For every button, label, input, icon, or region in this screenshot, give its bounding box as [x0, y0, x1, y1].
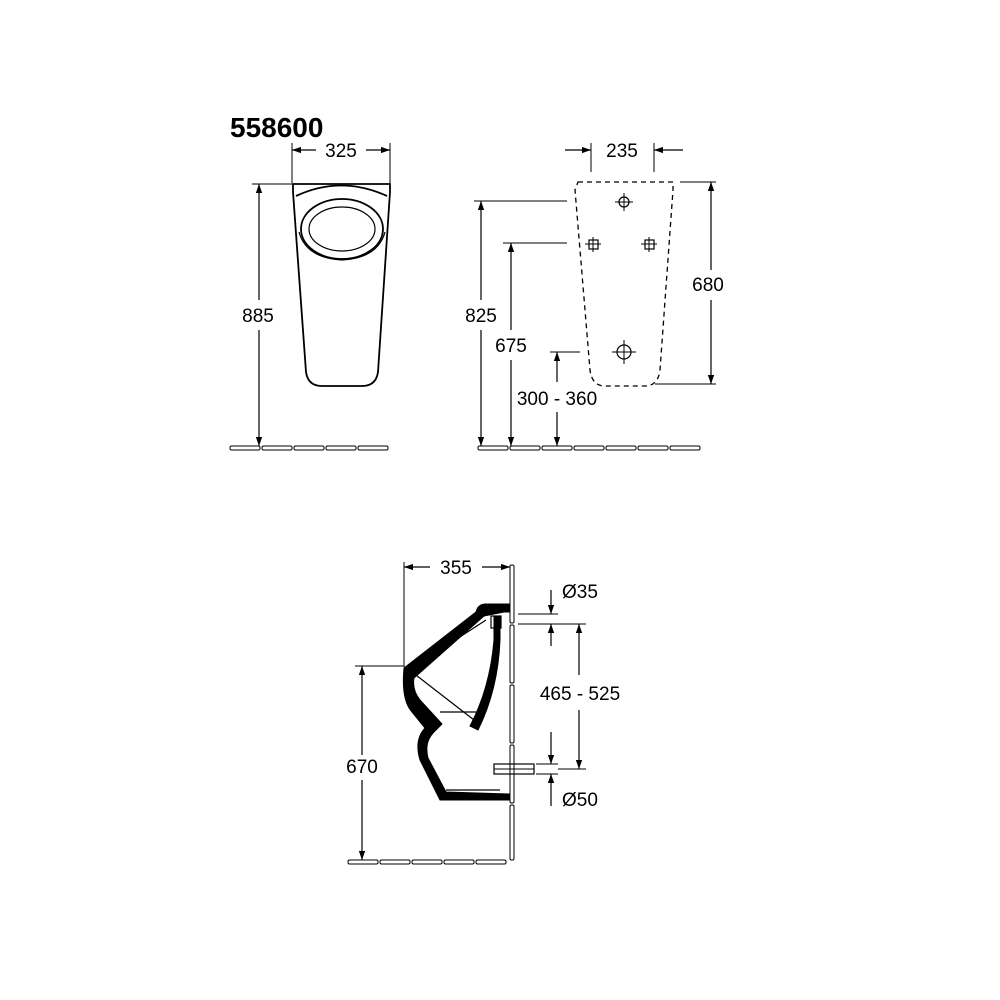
height-680-dimension: 680	[692, 275, 724, 296]
back-view: 235	[465, 141, 724, 451]
model-number: 558600	[230, 112, 323, 143]
depth-dimension: 355	[440, 558, 472, 579]
crosshair-icon	[612, 340, 636, 364]
floor-tiles-front	[229, 445, 389, 451]
urinal-back-outline	[574, 181, 674, 387]
floor-tiles-side	[347, 859, 507, 865]
crosshair-icon	[615, 193, 633, 211]
floor-tiles-back	[477, 445, 701, 451]
side-view: 355 670 Ø35 465 - 525	[346, 558, 620, 865]
height-range-label: 465 - 525	[540, 684, 620, 705]
left-bracket-icon	[585, 237, 601, 252]
right-bracket-icon	[641, 237, 657, 252]
height-dimension: 670	[346, 757, 378, 778]
spacing-dimension: 235	[606, 141, 638, 162]
outlet-diameter-label: Ø50	[562, 790, 598, 811]
height-825-dimension: 825	[465, 306, 497, 327]
height-dimension: 885	[242, 306, 274, 327]
inlet-diameter-label: Ø35	[562, 582, 598, 603]
height-range-dimension: 300 - 360	[517, 389, 597, 410]
urinal-side-section	[402, 603, 511, 801]
urinal-front-outline	[292, 183, 391, 387]
wall-tiles	[509, 564, 515, 861]
front-view: 325 885	[229, 141, 391, 451]
width-dimension: 325	[325, 141, 357, 162]
height-675-dimension: 675	[495, 336, 527, 357]
